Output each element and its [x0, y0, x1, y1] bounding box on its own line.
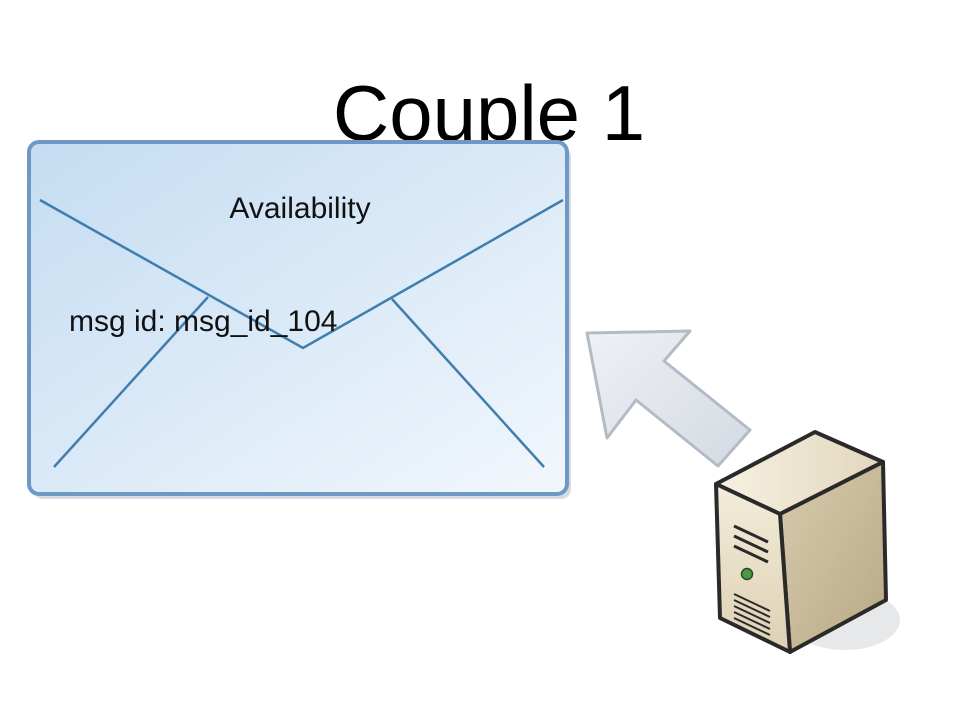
power-led-icon — [740, 567, 754, 581]
server-tower-icon — [714, 430, 900, 654]
envelope-message-id-label: msg id: msg_id_104 — [69, 305, 338, 338]
arrow-up-left-icon — [585, 329, 752, 468]
envelope-icon — [27, 140, 571, 499]
envelope-subject-label: Availability — [229, 192, 371, 225]
